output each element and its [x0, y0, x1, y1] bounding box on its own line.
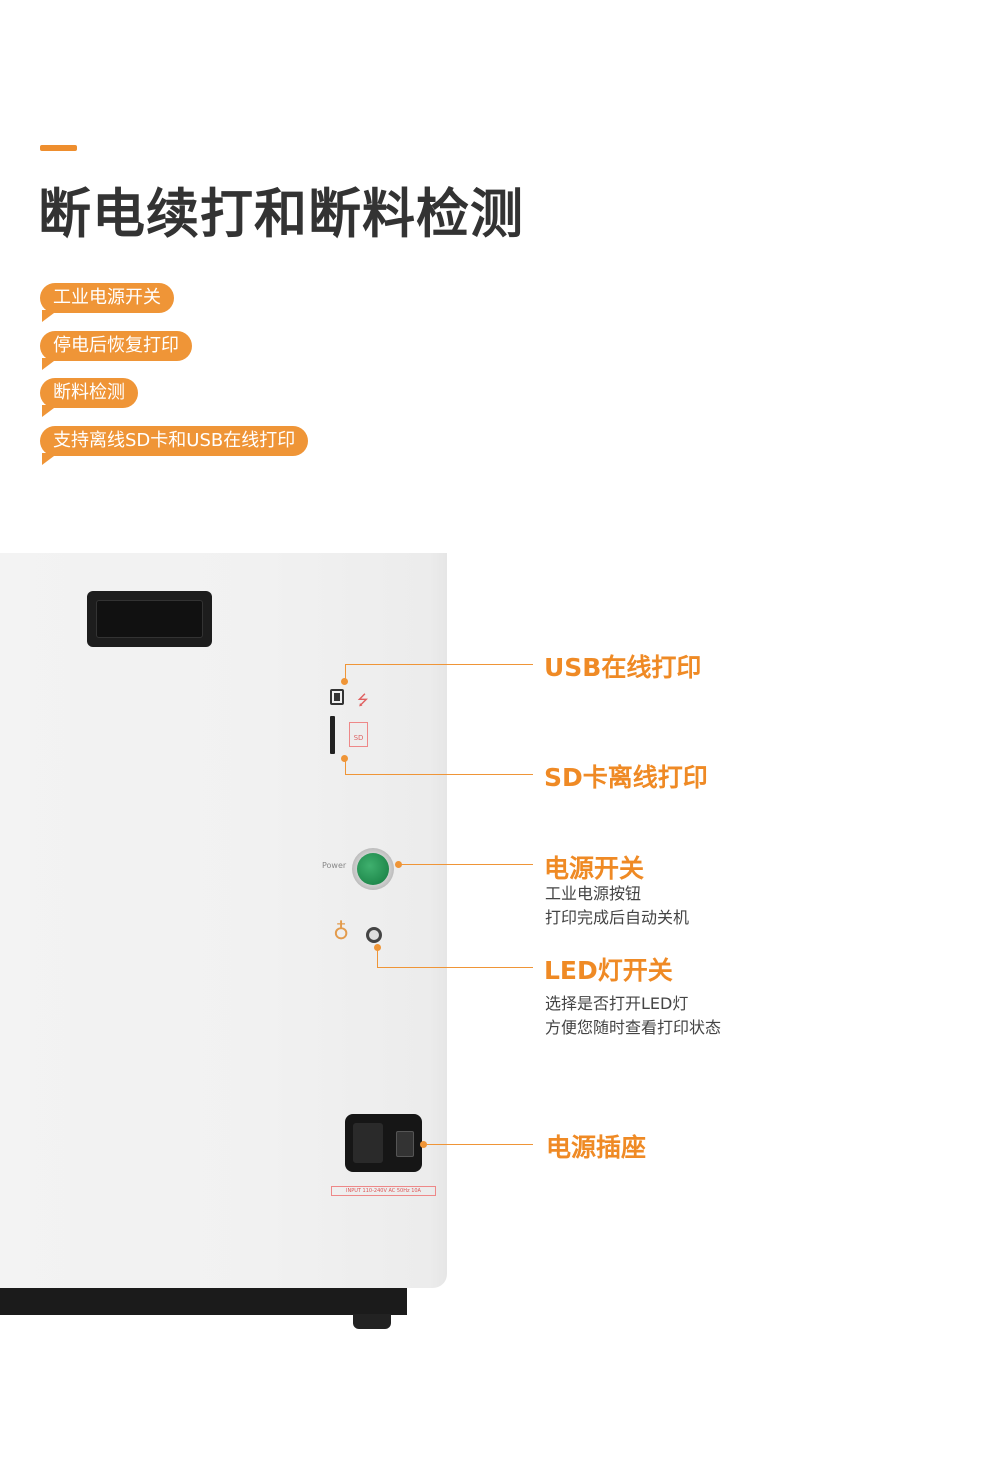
callout-title-usb: USB在线打印 [544, 653, 702, 682]
rocker-switch [396, 1131, 414, 1157]
feature-tag-power-switch: 工业电源开关 [40, 283, 174, 322]
sd-card-icon: SD [349, 722, 368, 747]
callout-title-led: LED灯开关 [544, 956, 673, 985]
usb-port [330, 689, 344, 705]
led-switch-button [366, 927, 382, 943]
callout-desc-led-line1: 选择是否打开LED灯 [545, 994, 689, 1013]
power-button [352, 848, 394, 890]
power-socket [345, 1114, 422, 1172]
callout-dot-led [374, 944, 381, 951]
usb-icon: ⭍ [357, 693, 369, 709]
callout-desc-power-line1: 工业电源按钮 [545, 884, 642, 903]
callout-line-sd [345, 774, 533, 775]
callout-desc-power: 工业电源按钮 打印完成后自动关机 [545, 882, 689, 930]
callout-line-usb [345, 664, 533, 665]
callout-title-power: 电源开关 [544, 854, 645, 883]
callout-dot-socket [420, 1141, 427, 1148]
carry-handle [87, 591, 212, 647]
callout-desc-led: 选择是否打开LED灯 方便您随时查看打印状态 [545, 992, 721, 1040]
lightbulb-icon: ♁ [333, 920, 350, 945]
callout-line-power [398, 864, 533, 865]
socket-rating-label: INPUT 110-240V AC 50Hz 10A [331, 1186, 436, 1196]
sd-card-slot [330, 716, 335, 754]
feature-tag-resume-print: 停电后恢复打印 [40, 331, 192, 370]
callout-dot-sd [341, 755, 348, 762]
callout-dot-usb [341, 678, 348, 685]
power-label: Power [322, 861, 347, 870]
callout-line-led-vertical [377, 948, 378, 967]
callout-line-led [377, 967, 533, 968]
callout-desc-power-line2: 打印完成后自动关机 [545, 908, 690, 927]
page-title: 断电续打和断料检测 [38, 184, 524, 245]
printer-base [0, 1288, 407, 1315]
callout-desc-led-line2: 方便您随时查看打印状态 [545, 1018, 722, 1037]
feature-tag-filament-detect: 断料检测 [40, 378, 138, 417]
callout-title-sd: SD卡离线打印 [544, 763, 708, 792]
callout-line-sd-vertical [345, 758, 346, 774]
callout-line-socket [424, 1144, 533, 1145]
printer-foot [353, 1314, 391, 1329]
callout-title-socket: 电源插座 [546, 1133, 647, 1162]
feature-tag-sd-usb: 支持离线SD卡和USB在线打印 [40, 426, 309, 465]
callout-line-usb-vertical [345, 664, 346, 680]
socket-inlet [353, 1123, 383, 1163]
accent-bar [40, 145, 77, 151]
